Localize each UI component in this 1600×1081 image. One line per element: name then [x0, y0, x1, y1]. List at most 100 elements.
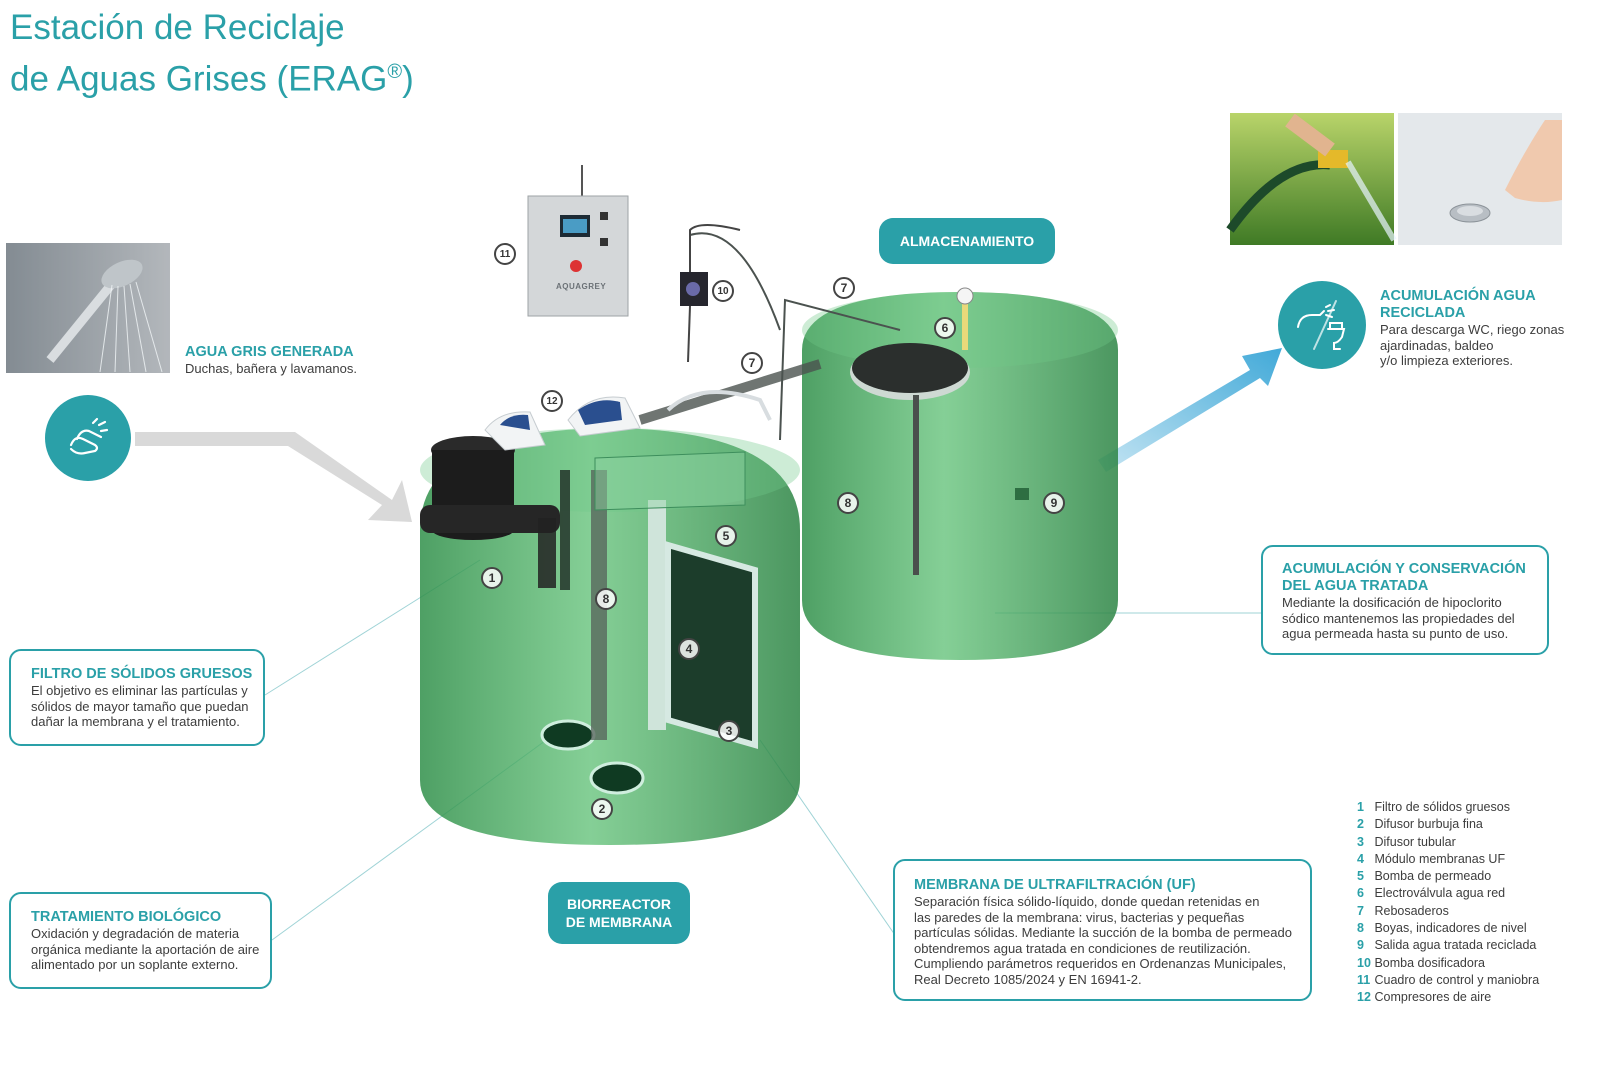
title-close: ) — [402, 59, 414, 99]
legend-item: 3 Difusor tubular — [1357, 834, 1567, 851]
legend-item: 11 Cuadro de control y maniobra — [1357, 972, 1567, 989]
legend-label: Compresores de aire — [1371, 990, 1492, 1005]
connecting-pipes — [638, 232, 901, 441]
badge-8-bioreactor: 8 — [595, 588, 617, 610]
membrane-text-3: partículas sólidas. Mediante la succión … — [914, 925, 1292, 940]
membrane-heading: MEMBRANA DE ULTRAFILTRACIÓN (UF) — [914, 877, 1196, 893]
title-line-1: Estación de Reciclaje — [10, 8, 345, 47]
storage-label-text: ALMACENAMIENTO — [899, 233, 1035, 249]
grey-water-arrow — [135, 432, 412, 522]
badge-3: 3 — [718, 720, 740, 742]
grey-water-caption: AGUA GRIS GENERADA Duchas, bañera y lava… — [185, 344, 357, 377]
conservation-heading-1: ACUMULACIÓN Y CONSERVACIÓN — [1282, 561, 1526, 577]
coarse-filter-box: FILTRO DE SÓLIDOS GRUESOS El objetivo es… — [9, 649, 265, 746]
badge-7-overflow-bioreactor: 7 — [741, 352, 763, 374]
legend-label: Módulo membranas UF — [1371, 851, 1506, 866]
shower-photo — [6, 243, 170, 373]
legend-item: 7 Rebosaderos — [1357, 903, 1567, 920]
legend-number: 2 — [1357, 817, 1364, 832]
membrane-text-1: Separación física sólido-líquido, donde … — [914, 894, 1260, 909]
legend-number: 6 — [1357, 886, 1364, 901]
filter-heading: FILTRO DE SÓLIDOS GRUESOS — [31, 666, 253, 682]
treatment-heading: TRATAMIENTO BIOLÓGICO — [31, 909, 222, 925]
panel-brand-text: AQUAGREY — [556, 282, 607, 291]
legend-number: 4 — [1357, 851, 1364, 866]
storage-tank — [802, 287, 1118, 660]
treatment-text-1: Oxidación y degradación de materia — [31, 926, 240, 941]
conservation-text-3: agua permeada hasta su punto de uso. — [1282, 626, 1509, 641]
legend-item: 1 Filtro de sólidos gruesos — [1357, 799, 1567, 816]
legend-item: 9 Salida agua tratada reciclada — [1357, 937, 1567, 954]
hose-toilet-glyph — [1297, 300, 1346, 350]
legend-item: 4 Módulo membranas UF — [1357, 851, 1567, 868]
garden-hose-photo — [1226, 113, 1397, 245]
air-compressors — [484, 396, 641, 451]
legend-label: Boyas, indicadores de nivel — [1371, 921, 1527, 936]
legend-label: Difusor tubular — [1371, 834, 1456, 849]
membrane-text-4: obtendremos agua tratada en condiciones … — [914, 940, 1251, 956]
washing-hands-glyph — [69, 417, 109, 455]
badge-11: 11 — [494, 243, 516, 265]
badge-10: 10 — [712, 280, 734, 302]
conservation-box: ACUMULACIÓN Y CONSERVACIÓN DEL AGUA TRAT… — [1261, 545, 1549, 655]
legend-label: Bomba de permeado — [1371, 869, 1492, 884]
recycled-water-caption: ACUMULACIÓN AGUA RECICLADA Para descarga… — [1380, 288, 1564, 369]
legend-number: 3 — [1357, 834, 1364, 849]
grey-water-heading: AGUA GRIS GENERADA — [185, 344, 354, 360]
conservation-heading-2: DEL AGUA TRATADA — [1282, 578, 1429, 594]
legend-label: Salida agua tratada reciclada — [1371, 938, 1537, 953]
grey-water-text: Duchas, bañera y lavamanos. — [185, 361, 357, 376]
legend-item: 10 Bomba dosificadora — [1357, 955, 1567, 972]
legend-number: 10 — [1357, 955, 1371, 970]
legend-item: 2 Difusor burbuja fina — [1357, 816, 1567, 833]
membrane-text-5: Cumpliendo parámetros requeridos en Orde… — [914, 956, 1287, 971]
page-title: Estación de Reciclaje de Aguas Grises (E… — [10, 6, 414, 102]
biological-treatment-box: TRATAMIENTO BIOLÓGICO Oxidación y degrad… — [9, 892, 272, 989]
legend-item: 6 Electroválvula agua red — [1357, 885, 1567, 902]
membrane-text-6: Real Decreto 1085/2024 y EN 16941-2. — [914, 971, 1142, 987]
legend-item: 12 Compresores de aire — [1357, 989, 1567, 1006]
hose-toilet-icon — [1278, 281, 1366, 369]
washing-hands-icon — [45, 395, 131, 481]
control-panel — [527, 165, 629, 317]
treatment-text-3: alimentado por un soplante externo. — [31, 957, 239, 972]
legend-number: 5 — [1357, 869, 1364, 884]
badge-1: 1 — [481, 567, 503, 589]
recycled-text-2: ajardinadas, baldeo — [1380, 337, 1494, 353]
recycled-water-arrow — [1098, 348, 1282, 472]
filter-text-2: sólidos de mayor tamaño que puedan — [31, 698, 249, 714]
badge-12: 12 — [541, 390, 563, 412]
bioreactor-tank — [420, 396, 800, 845]
badge-2: 2 — [591, 798, 613, 820]
badge-5: 5 — [715, 525, 737, 547]
recycled-heading-1: ACUMULACIÓN AGUA — [1380, 288, 1536, 304]
badge-6: 6 — [934, 317, 956, 339]
title-line-2: de Aguas Grises (ERAG — [10, 59, 388, 99]
storage-label: ALMACENAMIENTO — [879, 218, 1055, 264]
recycled-text-1: Para descarga WC, riego zonas — [1380, 322, 1565, 337]
badge-8-storage: 8 — [837, 492, 859, 514]
conservation-text-1: Mediante la dosificación de hipoclorito — [1282, 595, 1502, 610]
badge-4: 4 — [678, 638, 700, 660]
recycled-heading-2: RECICLADA — [1380, 305, 1466, 321]
legend-number: 12 — [1357, 990, 1371, 1005]
membrane-text-2: las paredes de la membrana: virus, bacte… — [914, 909, 1245, 925]
badge-9: 9 — [1043, 492, 1065, 514]
legend-label: Filtro de sólidos gruesos — [1371, 800, 1510, 814]
uf-membrane-box: MEMBRANA DE ULTRAFILTRACIÓN (UF) Separac… — [893, 859, 1312, 1001]
badge-7-overflow-storage: 7 — [833, 277, 855, 299]
legend-label: Rebosaderos — [1371, 903, 1449, 918]
toilet-flush-photo — [1398, 113, 1562, 245]
bioreactor-label-line-1: BIORREACTOR — [567, 896, 671, 912]
filter-text-3: dañar la membrana y el tratamiento. — [31, 714, 240, 729]
bioreactor-label: BIORREACTOR DE MEMBRANA — [548, 882, 690, 944]
legend-label: Cuadro de control y maniobra — [1371, 972, 1540, 987]
legend-number: 7 — [1357, 903, 1364, 918]
legend-number: 9 — [1357, 938, 1364, 953]
legend-label: Electroválvula agua red — [1371, 886, 1506, 901]
treatment-text-2: orgánica mediante la aportación de aire — [31, 941, 260, 957]
legend-number: 11 — [1357, 972, 1371, 987]
legend-label: Difusor burbuja fina — [1371, 817, 1483, 832]
recycled-text-3: y/o limpieza exteriores. — [1380, 353, 1513, 368]
